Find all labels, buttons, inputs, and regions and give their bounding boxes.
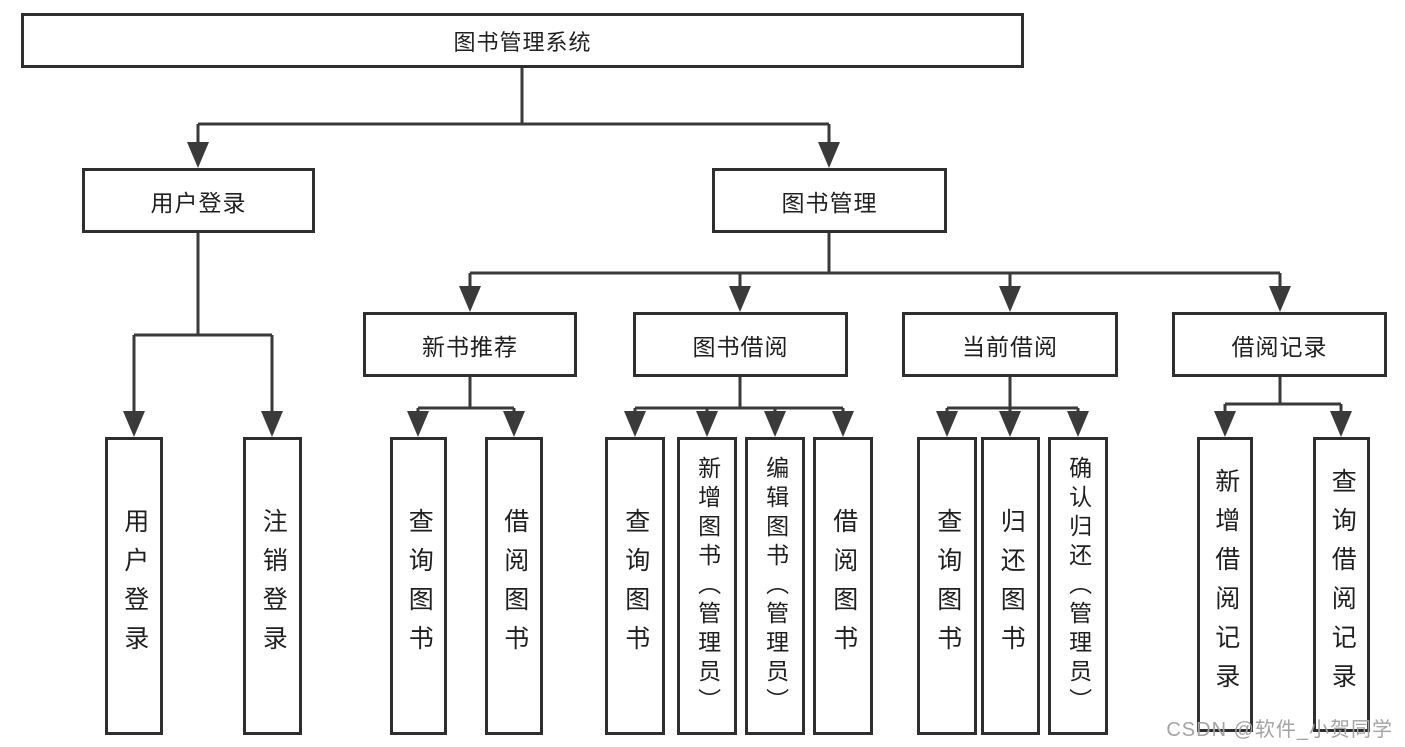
arrowhead-down-icon	[261, 411, 283, 437]
node-leaf-borrow-book-1: 借阅图书	[485, 437, 543, 735]
arrowhead-down-icon	[459, 286, 481, 312]
arrowhead-down-icon	[999, 286, 1021, 312]
arrowhead-down-icon	[1330, 411, 1352, 437]
arrowhead-down-icon	[123, 411, 145, 437]
arrowhead-down-icon	[729, 286, 751, 312]
node-label-user-login-module: 用户登录	[150, 189, 247, 216]
node-borrow-records: 借阅记录	[1172, 312, 1387, 377]
csdn-watermark: CSDN @软件_小贺同学	[1166, 719, 1393, 741]
node-book-management: 图书管理	[712, 168, 947, 233]
node-leaf-query-borrow-record: 查询借阅记录	[1313, 437, 1370, 732]
node-label-borrow-records: 借阅记录	[1231, 333, 1328, 360]
node-leaf-borrow-book-2: 借阅图书	[813, 437, 873, 735]
node-label-root: 图书管理系统	[453, 29, 592, 55]
node-leaf-confirm-return: 确认归还（管理员）	[1048, 437, 1108, 735]
arrowhead-down-icon	[936, 411, 958, 437]
arrowhead-down-icon	[1067, 411, 1089, 437]
node-label-leaf-confirm-return: 确认归还（管理员）	[1065, 455, 1092, 717]
node-label-current-borrow: 当前借阅	[962, 333, 1058, 360]
node-label-leaf-add-borrow-record: 新增借阅记录	[1211, 467, 1240, 702]
arrowhead-down-icon	[624, 411, 646, 437]
node-leaf-logout: 注销登录	[243, 437, 302, 735]
node-user-login-module: 用户登录	[82, 168, 315, 233]
arrowhead-down-icon	[764, 411, 786, 437]
arrowhead-down-icon	[1269, 286, 1291, 312]
arrowhead-down-icon	[999, 411, 1021, 437]
node-label-leaf-return-book: 归还图书	[997, 508, 1026, 664]
node-leaf-user-login: 用户登录	[105, 437, 163, 735]
node-leaf-add-book: 新增图书（管理员）	[677, 437, 737, 735]
node-label-leaf-borrow-book-1: 借阅图书	[500, 508, 529, 664]
node-leaf-return-book: 归还图书	[981, 437, 1040, 735]
node-book-borrow: 图书借阅	[633, 312, 848, 377]
arrowhead-down-icon	[187, 142, 209, 168]
node-current-borrow: 当前借阅	[902, 312, 1118, 377]
node-label-book-borrow: 图书借阅	[692, 333, 789, 360]
node-label-new-book-recommend: 新书推荐	[422, 333, 518, 360]
node-new-book-recommend: 新书推荐	[363, 312, 577, 377]
node-leaf-edit-book: 编辑图书（管理员）	[745, 437, 805, 735]
node-label-leaf-edit-book: 编辑图书（管理员）	[762, 455, 789, 717]
node-label-leaf-query-book-2: 查询图书	[621, 508, 650, 664]
arrowhead-down-icon	[818, 142, 840, 168]
node-leaf-query-book-1: 查询图书	[390, 437, 447, 735]
node-leaf-query-book-3: 查询图书	[917, 437, 977, 735]
node-root: 图书管理系统	[21, 13, 1024, 68]
arrowhead-down-icon	[696, 411, 718, 437]
arrowhead-down-icon	[1214, 411, 1236, 437]
arrowhead-down-icon	[832, 411, 854, 437]
node-label-leaf-borrow-book-2: 借阅图书	[829, 508, 858, 664]
node-label-leaf-add-book: 新增图书（管理员）	[694, 455, 721, 717]
node-label-book-management: 图书管理	[781, 189, 878, 216]
node-label-leaf-query-book-3: 查询图书	[933, 508, 962, 664]
node-label-leaf-query-book-1: 查询图书	[405, 508, 434, 664]
node-leaf-add-borrow-record: 新增借阅记录	[1197, 437, 1253, 732]
node-leaf-query-book-2: 查询图书	[605, 437, 665, 735]
node-label-leaf-user-login: 用户登录	[120, 508, 149, 664]
node-label-leaf-logout: 注销登录	[259, 508, 288, 664]
node-label-leaf-query-borrow-record: 查询借阅记录	[1328, 467, 1357, 702]
arrowhead-down-icon	[503, 411, 525, 437]
arrowhead-down-icon	[407, 411, 429, 437]
